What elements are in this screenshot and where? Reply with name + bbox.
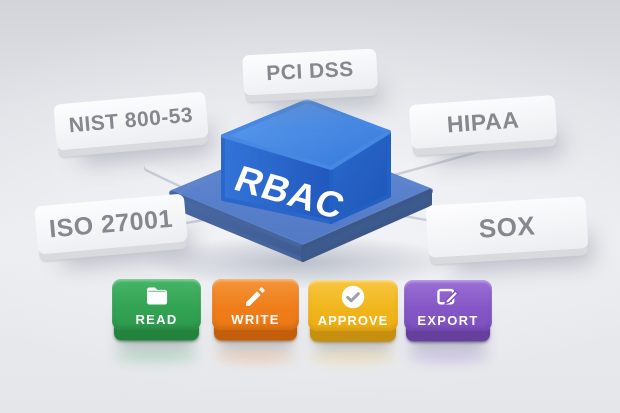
button-label: WRITE <box>231 311 280 327</box>
node-sox: SOX <box>425 196 589 258</box>
write-button[interactable]: WRITE <box>212 279 299 330</box>
node-pci-dss: PCI DSS <box>242 48 378 96</box>
check-circle-icon <box>340 284 366 311</box>
approve-button[interactable]: APPROVE <box>308 280 398 331</box>
platform-right-edge <box>301 189 432 262</box>
export-button[interactable]: EXPORT <box>404 280 492 331</box>
node-label: PCI DSS <box>265 57 355 86</box>
read-button[interactable]: READ <box>112 279 201 330</box>
node-label: NIST 800-53 <box>67 103 195 138</box>
folder-icon <box>144 283 170 310</box>
reflection-write <box>214 351 297 362</box>
button-label: READ <box>135 311 178 327</box>
reflection-read <box>114 351 199 362</box>
reflection-export <box>406 351 490 362</box>
button-label: APPROVE <box>317 312 389 328</box>
ground-shadow <box>143 235 459 289</box>
connector-hipaa <box>376 142 486 178</box>
button-label: EXPORT <box>417 312 479 328</box>
export-icon <box>435 284 461 311</box>
node-label: HIPAA <box>445 106 520 137</box>
node-label: SOX <box>477 209 537 244</box>
cube-top-face <box>221 99 391 170</box>
node-label: ISO 27001 <box>47 204 174 243</box>
pencil-icon <box>243 283 268 310</box>
reflection-approve <box>310 351 396 362</box>
